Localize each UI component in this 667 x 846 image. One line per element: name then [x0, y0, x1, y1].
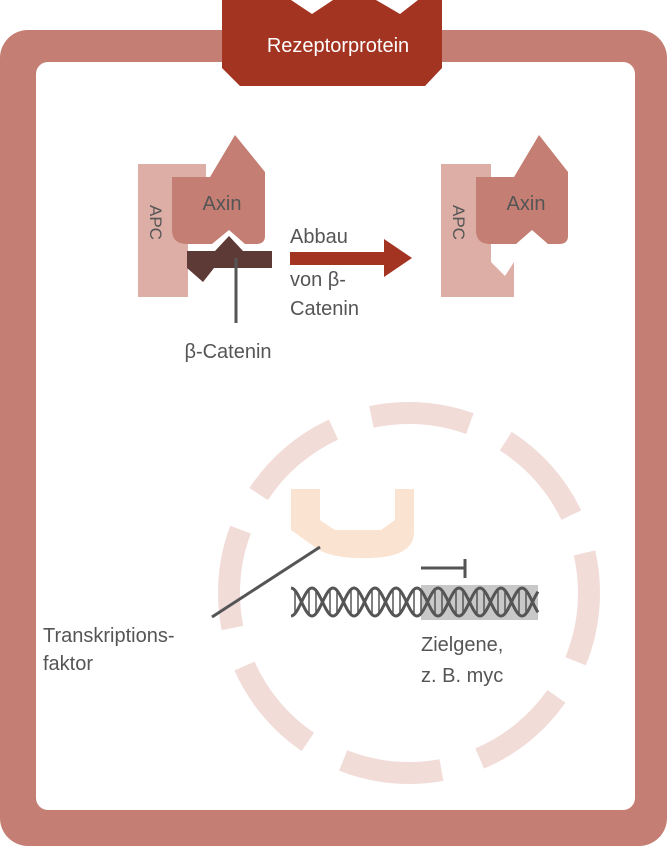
- apc-right-label: APC: [449, 205, 468, 240]
- arrow-label-line3: Catenin: [290, 298, 359, 320]
- transcription-factor-leader: [211, 545, 321, 619]
- dna-strand-b: [290, 586, 540, 618]
- beta-catenin-shape: [187, 236, 272, 282]
- transcription-factor-label-line2: faktor: [43, 653, 93, 675]
- arrow-label-line2: von β-: [290, 269, 346, 291]
- nucleus-envelope: [218, 402, 600, 784]
- axin-left-label: Axin: [203, 193, 242, 215]
- dna-helix: [290, 586, 540, 618]
- axin-right-shape: [476, 135, 568, 244]
- receptor-protein-shape: [222, 0, 442, 86]
- degradation-arrow-shaft: [290, 252, 386, 265]
- apc-left-label: APC: [146, 205, 165, 240]
- target-genes-label-line2: z. B. myc: [421, 665, 503, 687]
- transcription-factor-label-line1: Transkriptions-: [43, 625, 175, 647]
- apc-left-top: [188, 164, 206, 180]
- beta-catenin-label: β-Catenin: [184, 341, 271, 363]
- target-genes-label-line1: Zielgene,: [421, 634, 503, 656]
- receptor-label: Rezeptorprotein: [267, 35, 409, 57]
- axin-right-label: Axin: [507, 193, 546, 215]
- arrow-label-line1: Abbau: [290, 226, 348, 248]
- axin-left-shape: [172, 135, 265, 244]
- degradation-arrow-head: [384, 239, 412, 277]
- dna-strand-a: [290, 586, 540, 618]
- transcription-factor-shape: [291, 489, 414, 559]
